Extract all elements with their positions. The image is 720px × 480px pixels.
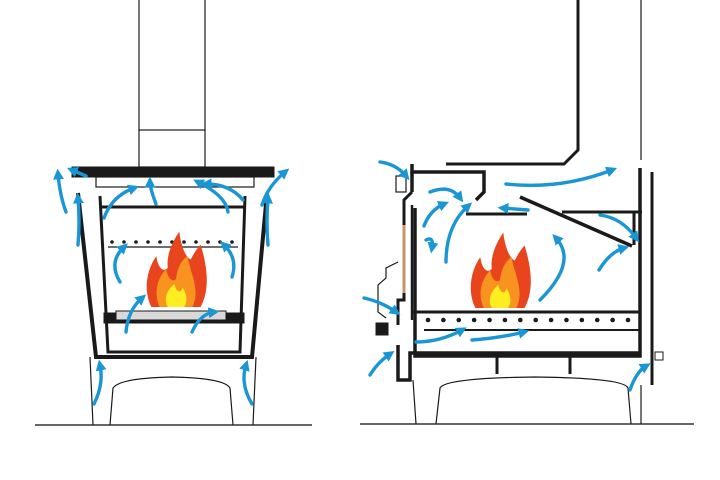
air-hole <box>456 317 462 323</box>
air-hole <box>146 240 150 244</box>
airflow-arrow-icon <box>239 359 254 406</box>
air-hole <box>548 317 554 323</box>
airflow-arrow-icon <box>598 213 640 243</box>
air-hole <box>502 317 508 323</box>
airflow-arrow-icon <box>497 203 530 214</box>
air-hole <box>471 317 477 323</box>
airflow-arrow-icon <box>628 363 651 392</box>
air-hole <box>610 317 615 323</box>
air-hole <box>518 317 523 323</box>
air-hole <box>625 317 631 323</box>
front-ash-tray <box>115 310 227 321</box>
front-base-arch <box>109 376 234 426</box>
air-hole <box>134 240 138 244</box>
front-airflow-arrows <box>53 167 290 406</box>
side-baffle-sloped <box>519 195 633 248</box>
airflow-arrow-icon <box>362 296 401 316</box>
airflow-arrow-icon <box>66 167 88 178</box>
airflow-arrow-icon <box>190 307 220 334</box>
air-hole <box>194 240 198 244</box>
airflow-arrow-icon <box>92 359 107 406</box>
flame-icon <box>146 231 207 307</box>
airflow-arrow-icon <box>102 184 140 220</box>
airflow-arrow-icon <box>424 237 439 254</box>
air-hole <box>122 240 126 244</box>
side-flue-pipe <box>446 0 580 166</box>
airflow-arrow-icon <box>262 192 273 247</box>
airflow-arrow-icon <box>538 233 566 302</box>
front-air-holes <box>110 240 234 244</box>
front-flue-pipe <box>138 0 206 168</box>
air-hole <box>110 240 114 244</box>
air-hole <box>230 240 234 244</box>
airflow-arrow-icon <box>200 178 245 202</box>
airflow-arrow-icon <box>113 243 128 284</box>
air-hole <box>158 240 162 244</box>
side-door-handle <box>377 261 399 319</box>
side-air-holes <box>425 317 631 323</box>
airflow-arrow-icon <box>470 328 530 342</box>
air-hole <box>579 317 585 323</box>
air-hole <box>564 317 569 323</box>
airflow-arrow-icon <box>422 201 449 228</box>
air-hole <box>441 317 446 323</box>
airflow-arrow-icon <box>378 160 410 181</box>
flame-core <box>165 284 187 307</box>
air-hole <box>533 317 538 323</box>
side-airflow-arrows <box>362 160 651 392</box>
flame-core <box>489 285 511 308</box>
airflow-arrow-icon <box>504 166 618 188</box>
airflow-arrow-icon <box>444 202 473 264</box>
air-hole <box>218 240 222 244</box>
airflow-arrow-icon <box>53 168 68 214</box>
airflow-arrow-icon <box>597 244 630 272</box>
air-hole <box>425 317 431 323</box>
air-hole <box>594 317 600 323</box>
airflow-arrow-icon <box>428 187 464 203</box>
airflow-arrow-icon <box>73 192 84 247</box>
side-view <box>360 0 694 425</box>
airflow-arrow-icon <box>124 294 147 334</box>
flame-icon <box>470 232 531 308</box>
airflow-arrow-icon <box>220 241 236 279</box>
airflow-arrow-icon <box>414 327 467 344</box>
flame-middle <box>156 256 196 307</box>
front-view <box>35 0 312 426</box>
front-top-plate <box>71 166 275 178</box>
air-hole <box>487 317 492 323</box>
air-hole <box>182 240 186 244</box>
front-body-outline <box>76 192 269 359</box>
side-ash-pan <box>396 345 640 382</box>
airflow-arrow-icon <box>144 176 158 206</box>
air-hole <box>206 240 210 244</box>
airflow-arrow-icon <box>368 350 395 377</box>
side-base-arch <box>435 376 632 425</box>
flame-middle <box>480 257 520 308</box>
